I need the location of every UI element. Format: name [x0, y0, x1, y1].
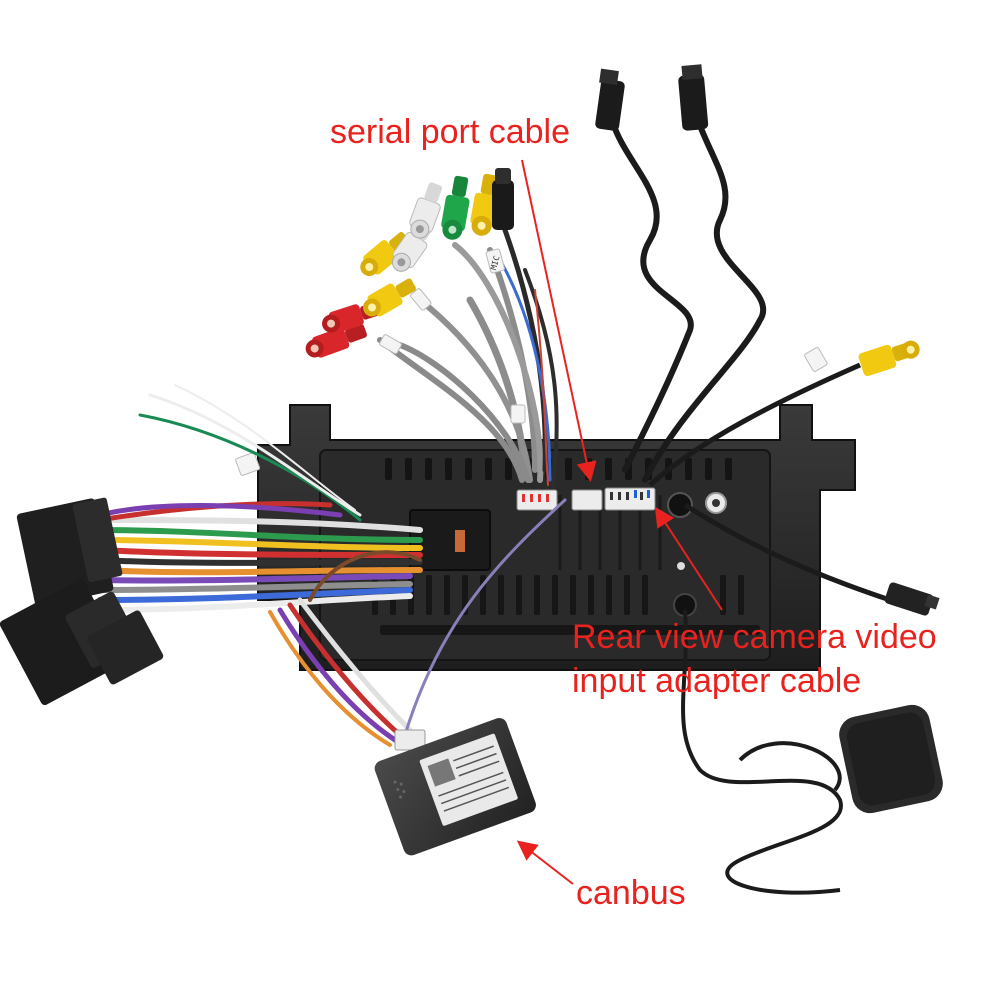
usb-cables [606, 87, 766, 483]
mic-label: MIC [489, 255, 501, 271]
serial-port-cable-label: serial port cable [330, 113, 571, 151]
camera-video-cable [648, 340, 920, 487]
connector-plugs [516, 487, 656, 511]
rear-camera-label-line1: Rear view camera video [572, 618, 937, 656]
cable-tags [235, 248, 828, 476]
usb-plugs [595, 64, 709, 131]
iso-connectors [0, 497, 164, 706]
fuse [455, 530, 465, 552]
rear-camera-label: Rear view camera video input adapter cab… [572, 615, 937, 703]
rear-camera-label-line2: input adapter cable [572, 662, 862, 700]
canbus-label: canbus [576, 874, 686, 912]
annotation-arrows [516, 159, 723, 885]
canbus-box [374, 718, 536, 856]
canbus-arrow [516, 840, 574, 885]
gps-antenna [681, 609, 943, 895]
wiring-harness [97, 384, 567, 747]
rear-camera-arrow [654, 506, 723, 611]
mic-jack [492, 168, 514, 230]
screw-hole [677, 562, 685, 570]
serial-arrow [521, 159, 597, 482]
rca-plugs [305, 168, 514, 358]
radio-antenna-cable [683, 502, 940, 616]
rca-cable-bundle [377, 227, 559, 487]
